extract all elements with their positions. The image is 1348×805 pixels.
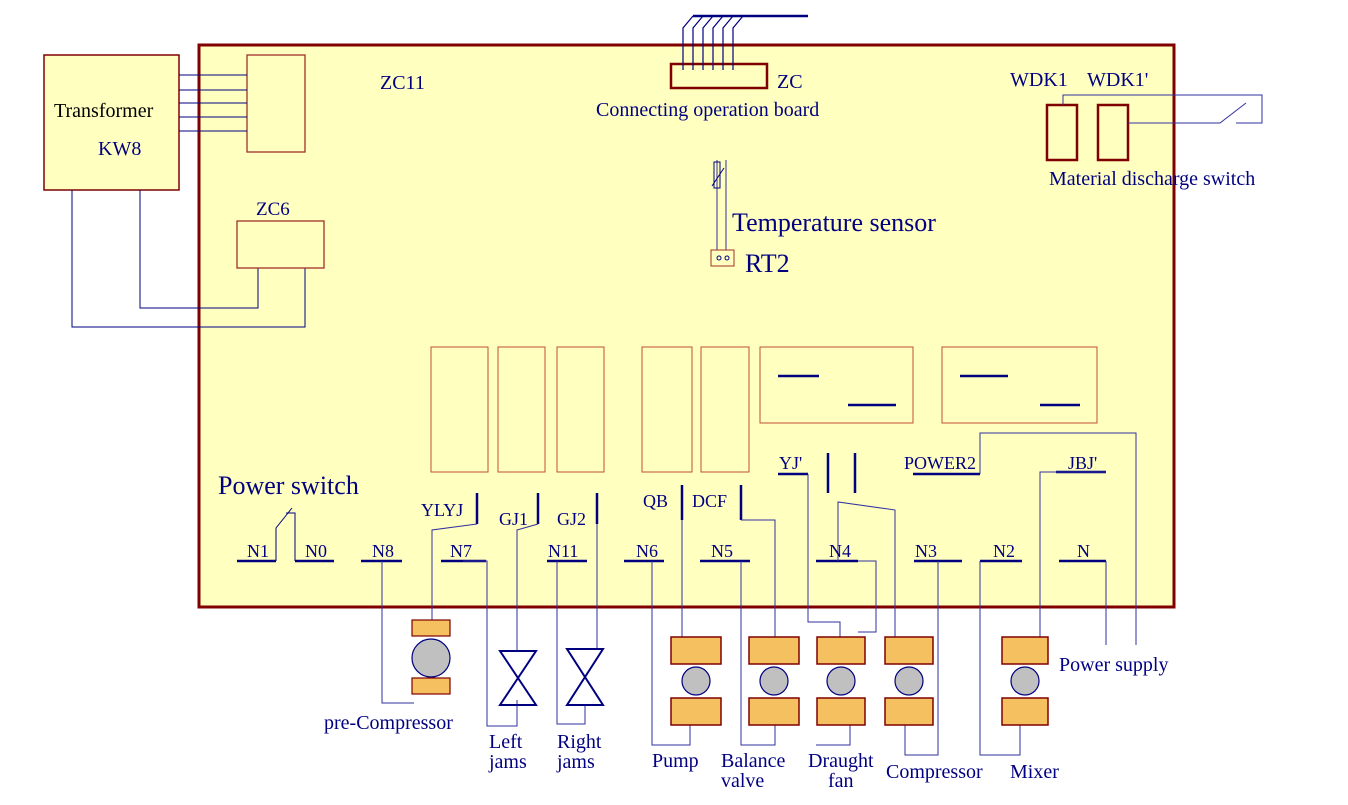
zc-label: ZC	[777, 71, 803, 93]
yjp-label: YJ'	[779, 453, 802, 473]
contactor-block	[759, 346, 914, 424]
mixer-coil-icon	[1001, 636, 1049, 726]
discharge-switch-label: Material discharge switch	[1049, 168, 1255, 190]
contactor-block	[941, 346, 1098, 424]
draught-label-1: Draught	[808, 750, 874, 772]
zc-connector	[669, 62, 769, 90]
terminal-n6: N6	[636, 541, 658, 561]
balance-valve-coil-icon	[748, 636, 800, 726]
balance-label-2: valve	[721, 770, 764, 792]
right-jams-label-2: jams	[556, 751, 595, 773]
draught-label-2: fan	[828, 770, 854, 792]
operation-board-label: Connecting operation board	[596, 99, 819, 121]
temperature-sensor-label: Temperature sensor	[732, 208, 936, 237]
power-switch-label: Power switch	[218, 471, 359, 500]
temperature-sensor-icon	[710, 160, 735, 267]
left-jams-label-1: Left	[489, 731, 523, 753]
relay-blocks	[430, 346, 1098, 473]
dcf-label: DCF	[692, 491, 727, 511]
relay-block	[497, 346, 546, 473]
draught-fan-coil-icon	[816, 636, 866, 726]
gj1-label: GJ1	[499, 509, 528, 529]
balance-label-1: Balance	[721, 750, 786, 772]
ylyj-label: YLYJ	[421, 500, 463, 520]
pre-compressor-icon	[411, 619, 451, 695]
compressor-coil-icon	[884, 636, 934, 726]
relay-block	[700, 346, 750, 473]
zc11-label: ZC11	[380, 72, 425, 94]
right-jams-label-1: Right	[557, 731, 602, 753]
compressor-label: Compressor	[886, 761, 983, 783]
wdk1p-label: WDK1'	[1087, 69, 1148, 91]
pre-compressor-label: pre-Compressor	[324, 712, 453, 734]
zc6-connector	[236, 220, 325, 269]
gj2-label: GJ2	[557, 509, 586, 529]
power2-label: POWER2	[904, 453, 976, 473]
transformer-connector	[246, 54, 306, 153]
transformer-model-label: KW8	[98, 138, 141, 160]
load-wires	[381, 432, 1137, 756]
transformer-label: Transformer	[54, 100, 154, 122]
terminal-n1: N1	[247, 541, 269, 561]
mixer-label: Mixer	[1010, 761, 1059, 783]
wdk1-switch	[1045, 103, 1079, 162]
terminal-n5: N5	[711, 541, 733, 561]
qb-label: QB	[643, 491, 668, 511]
left-jams-label-2: jams	[488, 751, 527, 773]
relay-block	[641, 346, 693, 473]
wdk1p-switch	[1096, 103, 1130, 162]
discharge-switch-wire	[1128, 94, 1263, 124]
terminal-n7: N7	[450, 541, 472, 561]
wdk1-wire	[1062, 94, 1185, 105]
jbjp-label: JBJ'	[1068, 453, 1097, 473]
power-switch-lever	[275, 507, 296, 561]
pump-coil-icon	[670, 636, 722, 726]
relay-block	[430, 346, 489, 473]
transformer-wires	[71, 74, 306, 328]
control-board	[197, 43, 1176, 609]
left-jams-valve-icon	[498, 650, 538, 706]
terminal-n11: N11	[548, 541, 578, 561]
terminal-n: N	[1077, 541, 1090, 561]
zc-cable-wires	[682, 15, 744, 70]
terminal-n2: N2	[993, 541, 1015, 561]
rt2-label: RT2	[745, 249, 790, 278]
power-supply-label: Power supply	[1059, 654, 1168, 676]
transformer-box	[43, 54, 180, 191]
terminal-n8: N8	[372, 541, 394, 561]
relay-block	[556, 346, 605, 473]
zc6-label: ZC6	[256, 199, 290, 220]
contactor-contacts	[778, 374, 1080, 407]
terminal-n4: N4	[829, 541, 851, 561]
terminal-n3: N3	[915, 541, 937, 561]
wdk1-label: WDK1	[1010, 69, 1068, 91]
terminal-n0: N0	[305, 541, 327, 561]
right-jams-valve-icon	[565, 648, 605, 706]
pump-label: Pump	[652, 750, 699, 772]
